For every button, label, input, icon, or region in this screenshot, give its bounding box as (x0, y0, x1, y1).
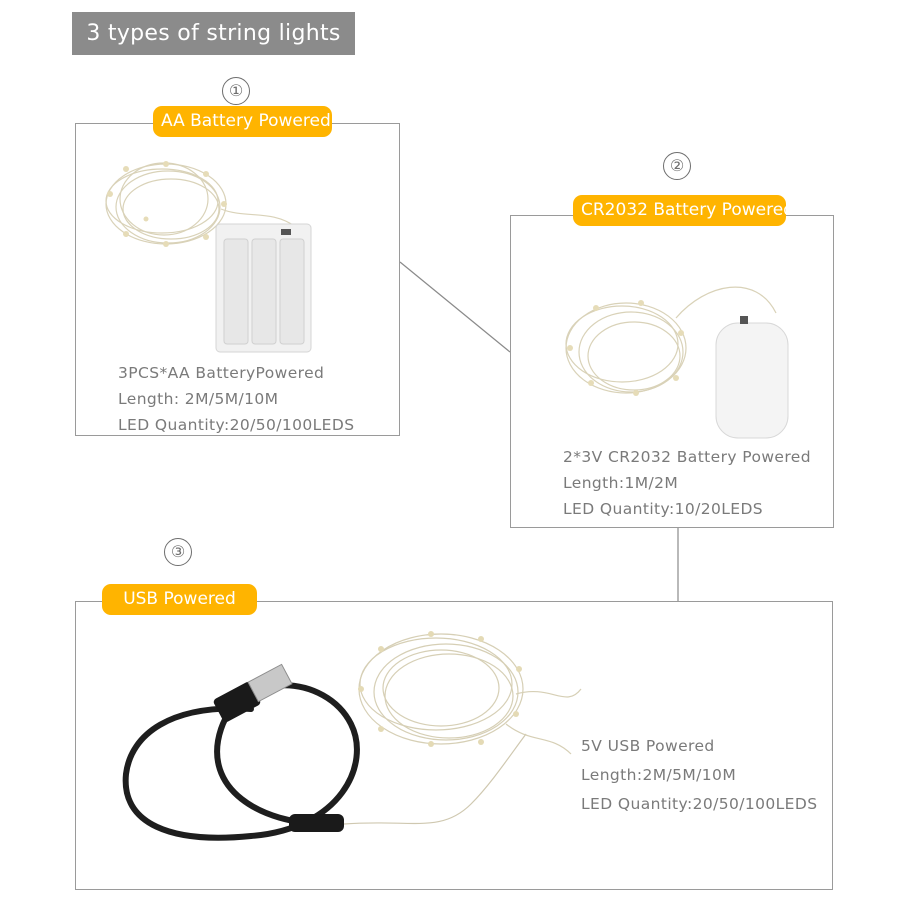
aa-battery-badge: AA Battery Powered (153, 106, 332, 137)
cr2032-specs: 2*3V CR2032 Battery Powered Length:1M/2M… (563, 444, 811, 522)
usb-panel: 5V USB Powered Length:2M/5M/10M LED Quan… (75, 601, 833, 890)
coin-cell-string-light-icon (565, 286, 789, 439)
battery-box-string-light-icon (105, 161, 312, 353)
spec-line: LED Quantity:20/50/100LEDS (118, 416, 355, 434)
usb-specs: 5V USB Powered Length:2M/5M/10M LED Quan… (581, 732, 817, 819)
step-number-2: ② (663, 152, 691, 180)
spec-line: LED Quantity:20/50/100LEDS (581, 795, 818, 813)
spec-line: LED Quantity:10/20LEDS (563, 500, 764, 518)
spec-line: 3PCS*AA BatteryPowered (118, 364, 325, 382)
step-number-1: ① (222, 77, 250, 105)
spec-line: Length: 2M/5M/10M (118, 390, 279, 408)
usb-badge: USB Powered (102, 584, 257, 615)
aa-specs: 3PCS*AA BatteryPowered Length: 2M/5M/10M… (118, 360, 354, 438)
spec-line: Length:1M/2M (563, 474, 679, 492)
spec-line: Length:2M/5M/10M (581, 766, 737, 784)
step-number-3: ③ (164, 538, 192, 566)
cr2032-battery-panel: 2*3V CR2032 Battery Powered Length:1M/2M… (510, 215, 834, 528)
aa-battery-panel: 3PCS*AA BatteryPowered Length: 2M/5M/10M… (75, 123, 400, 436)
spec-line: 2*3V CR2032 Battery Powered (563, 448, 811, 466)
spec-line: 5V USB Powered (581, 737, 715, 755)
page-title: 3 types of string lights (72, 12, 355, 55)
usb-string-light-icon (122, 631, 582, 841)
cr2032-battery-badge: CR2032 Battery Powered (573, 195, 794, 226)
